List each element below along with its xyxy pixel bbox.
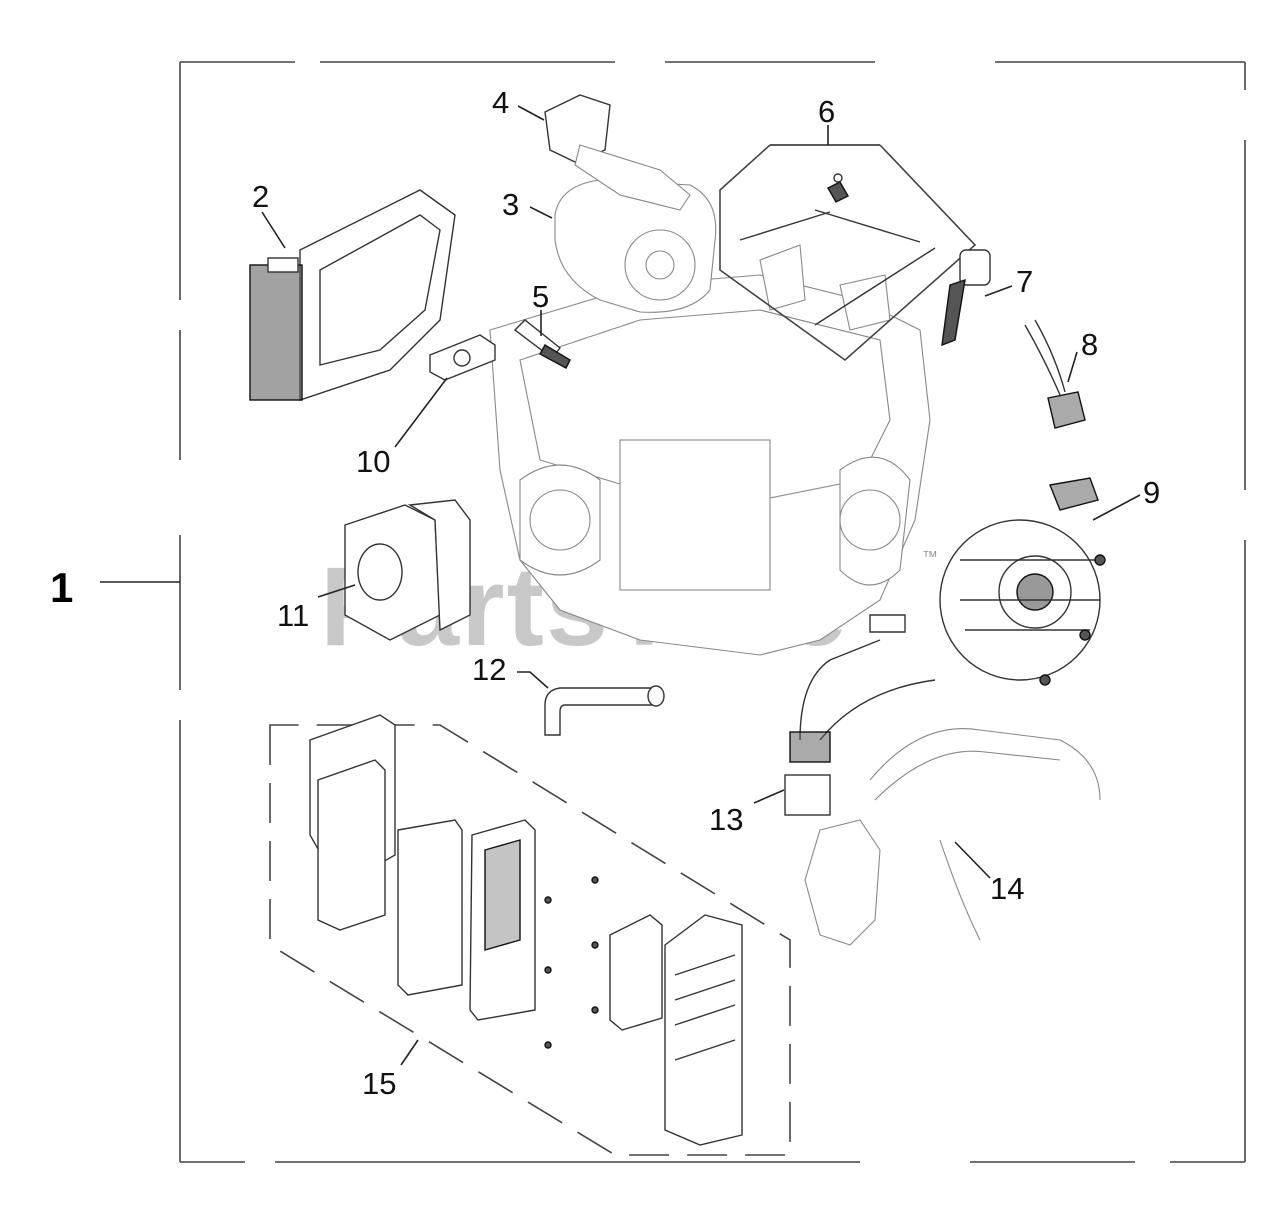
part-15-illustration — [269, 714, 791, 1156]
callout-3: 3 — [502, 187, 519, 222]
callout-2: 2 — [252, 179, 269, 214]
part-11-illustration — [344, 499, 471, 641]
callout-4: 4 — [492, 85, 509, 120]
callout-assembly-1: 1 — [50, 564, 73, 611]
part-7-illustration — [941, 249, 991, 347]
part-8-illustration — [1024, 319, 1086, 429]
callout-labels: 1 2 3 4 5 6 7 8 9 10 11 12 13 14 15 — [50, 85, 1160, 1101]
leader-lines — [261, 105, 1141, 1066]
callout-12: 12 — [472, 652, 506, 687]
callout-10: 10 — [356, 444, 390, 479]
engine-block-illustration — [489, 244, 931, 656]
callout-8: 8 — [1081, 327, 1098, 362]
part-14-illustration — [804, 728, 1101, 946]
callout-14: 14 — [990, 871, 1024, 906]
part-4-illustration — [544, 94, 691, 211]
callout-11: 11 — [277, 598, 309, 633]
part-2-illustration — [249, 189, 456, 401]
callout-6: 6 — [818, 94, 835, 129]
callout-13: 13 — [709, 802, 743, 837]
part-6-illustration — [719, 144, 977, 362]
part-10-illustration — [429, 334, 496, 381]
callout-5: 5 — [532, 279, 549, 314]
part-9-illustration — [939, 477, 1106, 686]
watermark-trademark: ™ — [922, 549, 938, 566]
callout-9: 9 — [1143, 475, 1160, 510]
callout-7: 7 — [1016, 264, 1033, 299]
part-12-illustration — [544, 685, 665, 736]
part-5-illustration — [513, 319, 571, 369]
part-13-illustration — [784, 614, 936, 816]
callout-15: 15 — [362, 1066, 396, 1101]
part-3-illustration — [554, 179, 717, 313]
assembly-frame — [100, 61, 1246, 1163]
